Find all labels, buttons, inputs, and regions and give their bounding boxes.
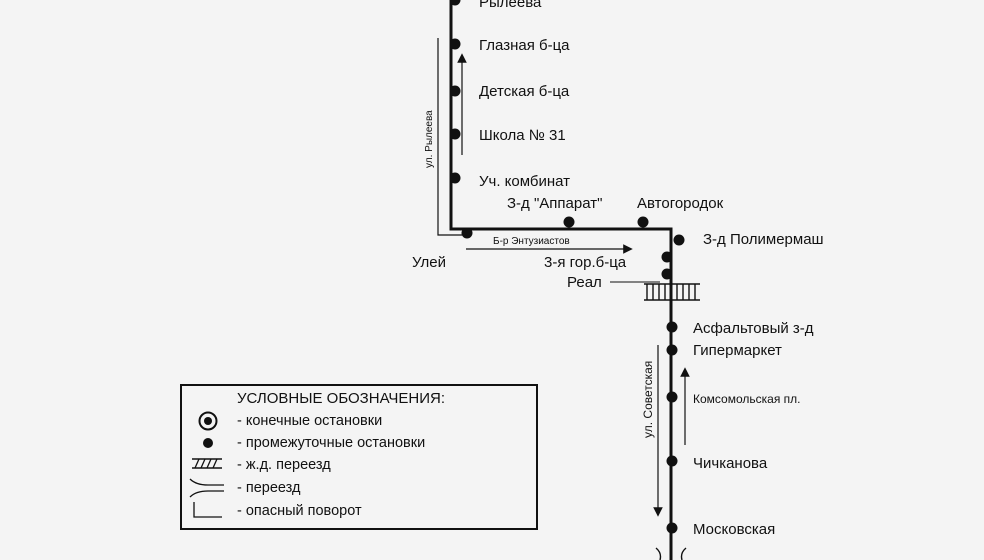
stop-label-moskovskaya: Московская xyxy=(693,521,776,538)
legend-title: УСЛОВНЫЕ ОБОЗНАЧЕНИЯ: xyxy=(237,390,446,407)
legend-text-dangerous-turn: - опасный поворот xyxy=(237,503,362,519)
dangerous-turn-icon xyxy=(193,502,222,518)
stop-label-detskaya: Детская б-ца xyxy=(479,83,570,100)
street-label-entuziastov: Б-р Энтузиастов xyxy=(493,236,570,247)
stop-label-uch-kombinat: Уч. комбинат xyxy=(479,173,571,190)
terminal-stop-icon xyxy=(198,411,218,431)
stop-label-zd-polimermash: З-д Полимермаш xyxy=(703,231,824,248)
railway-crossing-icon xyxy=(192,458,222,469)
stop-label-komsomolskaya-pl: Комсомольская пл. xyxy=(693,392,801,406)
stop-dot-komsomolskaya-pl xyxy=(666,391,678,403)
intermediate-stop-icon xyxy=(203,438,213,448)
stop-dot-real xyxy=(661,268,673,280)
stop-dot-uley xyxy=(461,227,473,239)
stop-dot-asfaltovy-zd xyxy=(666,321,678,333)
stop-label-avtogorodok: Автогородок xyxy=(637,195,724,212)
stop-label-real: Реал xyxy=(567,274,602,291)
legend-row-crossing: - переезд xyxy=(182,477,536,499)
stop-dot-detskaya xyxy=(449,85,461,97)
stop-label-shkola31: Школа № 31 xyxy=(479,127,566,144)
stop-label-glaznaya: Глазная б-ца xyxy=(479,37,570,54)
legend-text-railway: - ж.д. переезд xyxy=(237,457,331,473)
legend: УСЛОВНЫЕ ОБОЗНАЧЕНИЯ: - конечные останов… xyxy=(180,384,538,530)
stop-dot-ryleeva xyxy=(449,0,461,6)
stop-dot-zd-apparat xyxy=(563,216,575,228)
legend-text-terminal: - конечные остановки xyxy=(237,413,383,429)
stop-label-uley: Улей xyxy=(412,254,446,271)
legend-text-intermediate: - промежуточные остановки xyxy=(237,435,426,451)
stop-dot-3-ya-gor-bca xyxy=(661,251,673,263)
stop-label-asfaltovy-zd: Асфальтовый з-д xyxy=(693,320,814,337)
stop-dot-avtogorodok xyxy=(637,216,649,228)
stop-label-3-ya-gor-bca: 3-я гор.б-ца xyxy=(544,254,627,271)
legend-row-railway: - ж.д. переезд xyxy=(182,454,536,476)
street-label-ryleeva: ул. Рылеева xyxy=(424,110,435,168)
street-label-sovetskaya: ул. Советская xyxy=(641,360,655,438)
stop-dot-zd-polimermash xyxy=(673,234,685,246)
stop-dot-shkola31 xyxy=(449,128,461,140)
stop-dot-moskovskaya xyxy=(666,522,678,534)
legend-row-terminal: - конечные остановки xyxy=(182,410,536,432)
stop-label-chichkanova: Чичканова xyxy=(693,455,768,472)
crossing-icon xyxy=(189,478,224,498)
stop-dot-glaznaya xyxy=(449,38,461,50)
legend-row-dangerous-turn: - опасный поворот xyxy=(182,500,536,522)
railway-crossing xyxy=(610,281,700,301)
crossing-marker xyxy=(655,547,687,560)
stop-dot-chichkanova xyxy=(666,455,678,467)
stop-dot-gipermarket xyxy=(666,344,678,356)
dangerous-turn-marker xyxy=(437,38,462,236)
stop-label-gipermarket: Гипермаркет xyxy=(693,342,782,359)
stop-dot-uch-kombinat xyxy=(449,172,461,184)
stop-label-zd-apparat: З-д "Аппарат" xyxy=(507,195,603,212)
legend-text-crossing: - переезд xyxy=(237,480,301,496)
legend-row-intermediate: - промежуточные остановки xyxy=(182,432,536,454)
stop-label-ryleeva: Рылеева xyxy=(479,0,542,11)
